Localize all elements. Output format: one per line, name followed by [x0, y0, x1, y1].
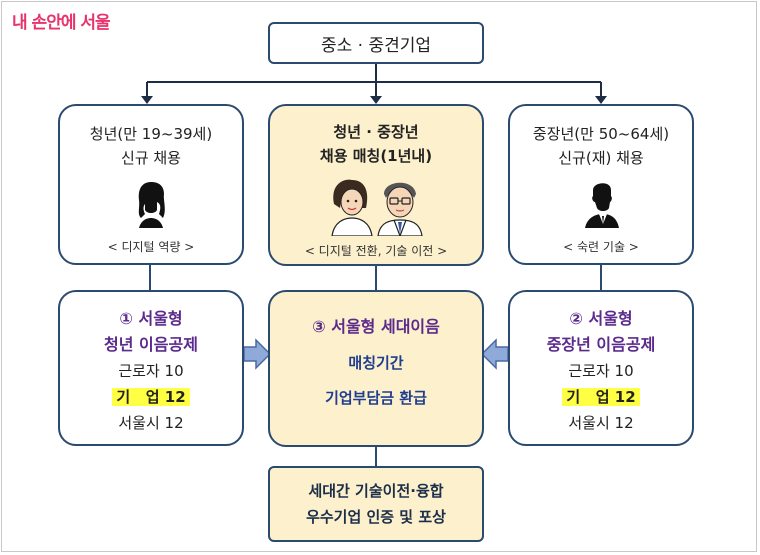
- senior-age-label: 중장년(만 50~64세): [532, 125, 670, 143]
- generation-link-card: ③ 서울형 세대이음 매칭기간 기업부담금 환급: [268, 290, 484, 447]
- youth-worker-share: 근로자 10: [118, 362, 184, 380]
- seoul-logo: 내 손안에 서울: [12, 13, 111, 33]
- arrow-down-center-icon: [370, 96, 382, 104]
- certification-line-2: 우수기업 인증 및 포상: [306, 508, 446, 526]
- refund-label: 기업부담금 환급: [325, 389, 427, 407]
- senior-hire-box: 중장년(만 50~64세) 신규(재) 채용 < 숙련 기술 >: [508, 104, 694, 265]
- senior-worker-share: 근로자 10: [568, 362, 634, 380]
- senior-fund-title-1: ② 서울형: [569, 309, 633, 328]
- senior-fund-title-2: 중장년 이음공제: [546, 335, 656, 354]
- top-box-label: 중소 · 중견기업: [320, 35, 432, 56]
- arrow-down-left-icon: [141, 96, 153, 104]
- young-and-senior-icon: [331, 179, 423, 236]
- generation-link-title: ③ 서울형 세대이음: [312, 317, 440, 336]
- center-title-2: 채용 매칭(1년내): [319, 147, 433, 165]
- center-title-1: 청년 · 중장년: [333, 123, 419, 141]
- youth-fund-title-1: ① 서울형: [119, 309, 183, 328]
- certification-line-1: 세대간 기술이전·융합: [308, 482, 444, 500]
- youth-company-share: 기 업 12: [112, 388, 190, 406]
- matching-period-label: 매칭기간: [348, 354, 404, 372]
- youth-fund-card: ① 서울형 청년 이음공제 근로자 10 기 업 12 서울시 12: [58, 290, 244, 446]
- youth-hire-label: 신규 채용: [121, 149, 181, 167]
- certification-box: 세대간 기술이전·융합 우수기업 인증 및 포상: [268, 466, 484, 542]
- arrow-down-right-icon: [595, 96, 607, 104]
- senior-city-share: 서울시 12: [568, 414, 634, 432]
- center-tag: < 디지털 전환, 기술 이전 >: [304, 244, 448, 258]
- sme-top-box: 중소 · 중견기업: [268, 22, 484, 64]
- senior-tag: < 숙련 기술 >: [563, 240, 639, 254]
- matching-center-box: 청년 · 중장년 채용 매칭(1년내) < 디지털 전환, 기술 이전 >: [268, 104, 484, 266]
- senior-company-share: 기 업 12: [562, 388, 640, 406]
- youth-fund-title-2: 청년 이음공제: [104, 335, 198, 354]
- senior-fund-card: ② 서울형 중장년 이음공제 근로자 10 기 업 12 서울시 12: [508, 290, 694, 446]
- arrow-left-block-icon: [480, 338, 509, 370]
- youth-hire-box: 청년(만 19~39세) 신규 채용 < 디지털 역량 >: [58, 104, 244, 265]
- arrow-right-block-icon: [243, 338, 272, 370]
- senior-hire-label: 신규(재) 채용: [558, 149, 644, 167]
- senior-man-icon: [585, 183, 619, 228]
- youth-tag: < 디지털 역량 >: [107, 240, 195, 254]
- youth-city-share: 서울시 12: [118, 414, 184, 432]
- youth-age-label: 청년(만 19~39세): [89, 125, 213, 143]
- young-woman-icon: [138, 182, 165, 228]
